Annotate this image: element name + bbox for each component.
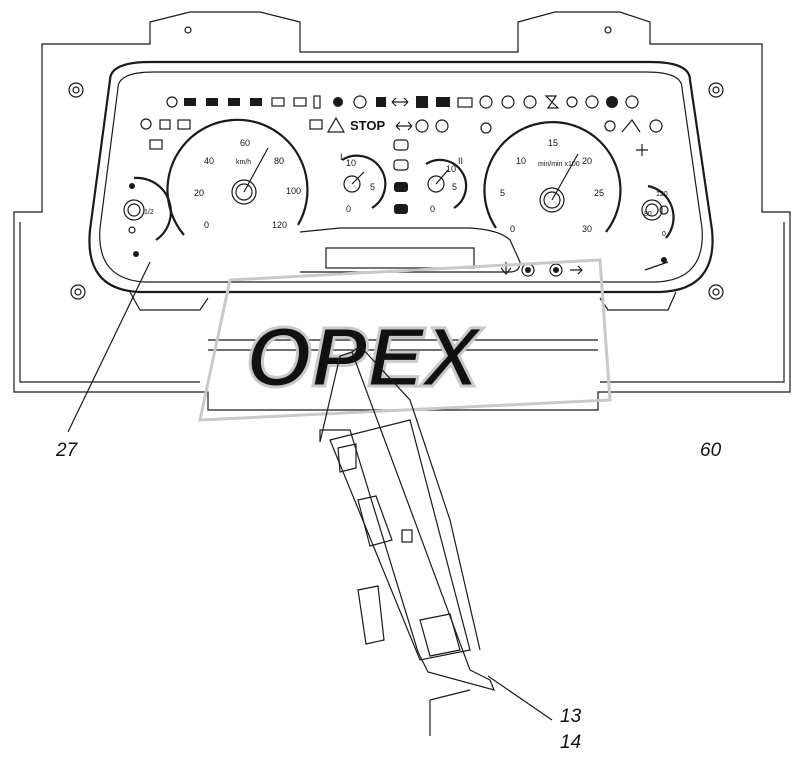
mounting-bolt-br — [708, 284, 724, 300]
fuel-tick-half: 1/2 — [144, 209, 154, 216]
pressure-gauge-1: 10 5 0 I — [340, 152, 387, 214]
speedometer: 0 20 40 60 80 100 120 km/h — [166, 118, 309, 236]
gauge1-tick-10: 10 — [346, 158, 356, 168]
speed-tick-100: 100 — [286, 186, 301, 196]
gauge2-label: II — [458, 156, 463, 166]
temperature-gauge: 120 80 0 — [641, 184, 675, 239]
warning-icon-row-2: STOP — [140, 116, 663, 156]
speed-unit: km/h — [236, 159, 251, 166]
mounting-bolt-bl — [70, 284, 86, 300]
tachometer: 0 5 10 15 20 25 30 min/min x100 — [483, 121, 622, 234]
fuel-gauge: 1/2 — [123, 176, 172, 241]
mounting-housing — [13, 11, 791, 411]
rpm-tick-0: 0 — [510, 224, 515, 234]
temp-tick-120: 120 — [656, 191, 668, 198]
watermark-text: OPEX — [246, 310, 484, 404]
rpm-tick-15: 15 — [548, 138, 558, 148]
rpm-tick-10: 10 — [516, 156, 526, 166]
gauge2-tick-0: 0 — [430, 204, 435, 214]
gauge1-label: I — [340, 152, 343, 162]
speed-tick-80: 80 — [274, 156, 284, 166]
callout-14: 14 — [560, 732, 581, 753]
warning-icon-row — [166, 95, 639, 109]
turn-signal-indicators — [133, 251, 667, 277]
watermark: OPEX — [198, 258, 612, 422]
gauge2-tick-5: 5 — [452, 182, 457, 192]
temp-tick-0: 0 — [662, 231, 666, 238]
center-indicators — [393, 139, 409, 214]
side-switch-module — [319, 345, 496, 736]
callout-13: 13 — [560, 706, 582, 727]
speed-tick-60: 60 — [240, 138, 250, 148]
temp-tick-80: 80 — [644, 211, 652, 218]
rpm-tick-20: 20 — [582, 156, 592, 166]
speed-tick-40: 40 — [204, 156, 214, 166]
mounting-bolt-tl — [68, 82, 84, 98]
callout-leaders — [67, 261, 669, 721]
callout-60: 60 — [700, 440, 722, 461]
callout-27: 27 — [55, 440, 79, 461]
gauge2-tick-10: 10 — [446, 164, 456, 174]
arrow-right-icon — [570, 265, 583, 275]
speed-tick-120: 120 — [272, 220, 287, 230]
rpm-tick-5: 5 — [500, 188, 505, 198]
speed-tick-20: 20 — [194, 188, 204, 198]
speed-tick-0: 0 — [204, 220, 209, 230]
gauge1-tick-5: 5 — [370, 182, 375, 192]
rpm-tick-25: 25 — [594, 188, 604, 198]
rpm-tick-30: 30 — [582, 224, 592, 234]
rpm-unit: min/min x100 — [538, 161, 580, 168]
pressure-gauge-2: 10 5 0 II — [425, 156, 468, 214]
stop-warning-label: STOP — [350, 118, 385, 133]
mounting-bolt-tr — [708, 82, 724, 98]
gauge1-tick-0: 0 — [346, 204, 351, 214]
cluster-bezel — [88, 60, 714, 311]
